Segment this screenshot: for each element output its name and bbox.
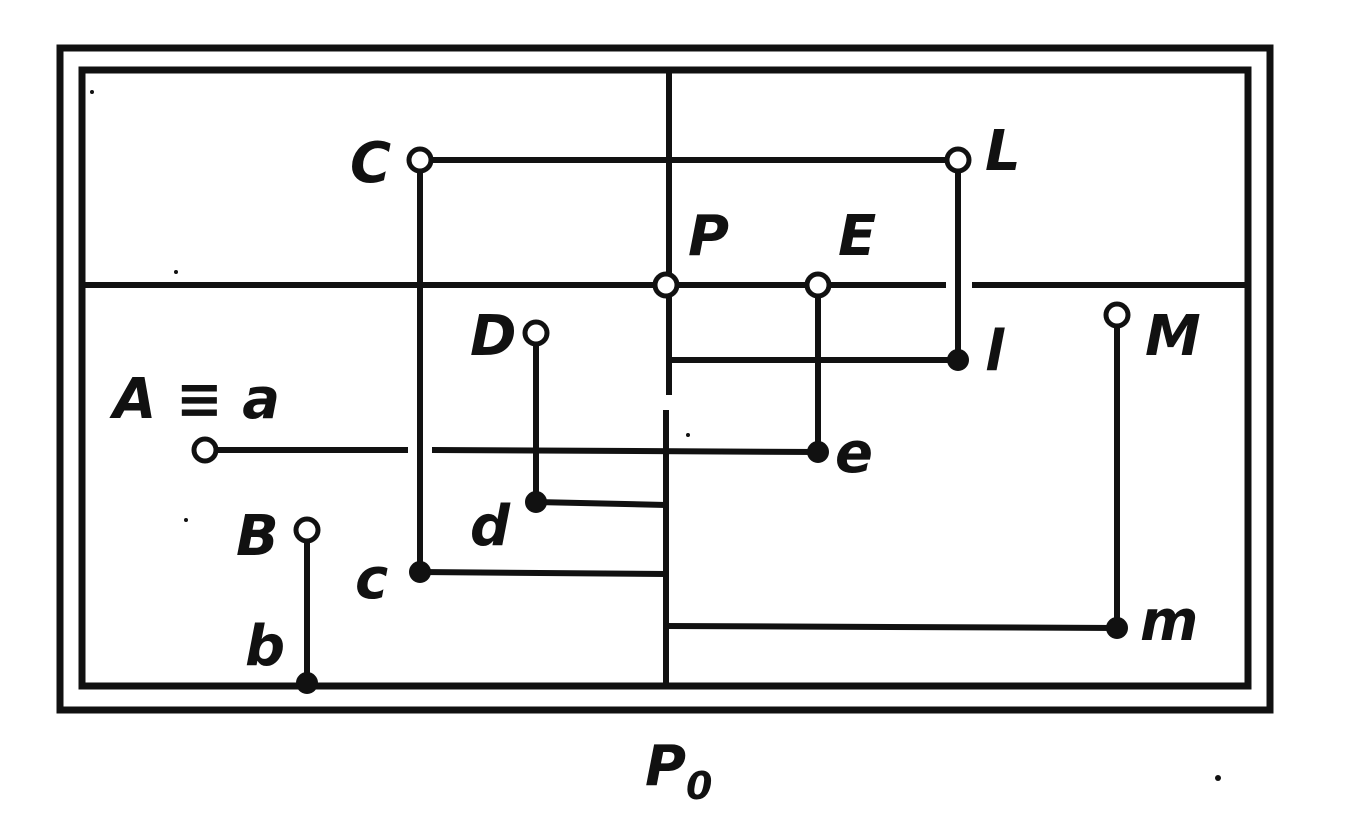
point-d-filled [525, 491, 547, 513]
axes [82, 70, 1248, 686]
label-b-lower: b [245, 614, 285, 679]
label-e-lower: e [835, 421, 873, 486]
point-c-filled [409, 561, 431, 583]
line-c-axis [419, 569, 667, 577]
label-B-upper: B [236, 504, 279, 569]
point-A-open [191, 436, 219, 464]
point-M-open [1103, 301, 1131, 329]
label-C-upper: C [350, 131, 391, 196]
line-d-axis [535, 499, 667, 508]
point-l-filled [947, 349, 969, 371]
label-d-lower: d [470, 494, 511, 559]
label-L-upper: L [985, 119, 1021, 184]
label-D-upper: D [470, 304, 516, 369]
labels: C L P E D l M A ≡ a e d B c m b P0 [109, 119, 1201, 808]
speck [90, 90, 94, 94]
label-c-lower: c [355, 547, 388, 612]
point-L-open [944, 146, 972, 174]
point-P-open [652, 271, 680, 299]
point-e-filled [807, 441, 829, 463]
open-points [191, 146, 1131, 544]
outer-frame [56, 44, 1274, 714]
filled-points [296, 349, 1128, 694]
line-A-e-right [431, 447, 819, 455]
speck [686, 433, 690, 437]
speck [184, 518, 188, 522]
label-A-eq-a: A ≡ a [109, 367, 280, 432]
line-m-axis [665, 623, 1118, 631]
point-b-filled [296, 672, 318, 694]
speck [174, 270, 178, 274]
label-P0-base: P [645, 734, 686, 799]
label-m-lower: m [1140, 589, 1198, 654]
label-E-upper: E [838, 204, 876, 269]
point-m-filled [1106, 617, 1128, 639]
speck [1215, 775, 1221, 781]
point-C-open [406, 146, 434, 174]
label-P0-subscript: 0 [686, 764, 712, 808]
label-P: P [688, 204, 729, 269]
label-l-lower: l [985, 319, 1005, 384]
connectors [205, 157, 1120, 683]
point-E-open [804, 271, 832, 299]
point-D-open [522, 319, 550, 347]
scan-specks [90, 90, 1221, 781]
label-M-upper: M [1145, 304, 1201, 369]
point-B-open [293, 516, 321, 544]
label-P0: P0 [645, 734, 713, 808]
